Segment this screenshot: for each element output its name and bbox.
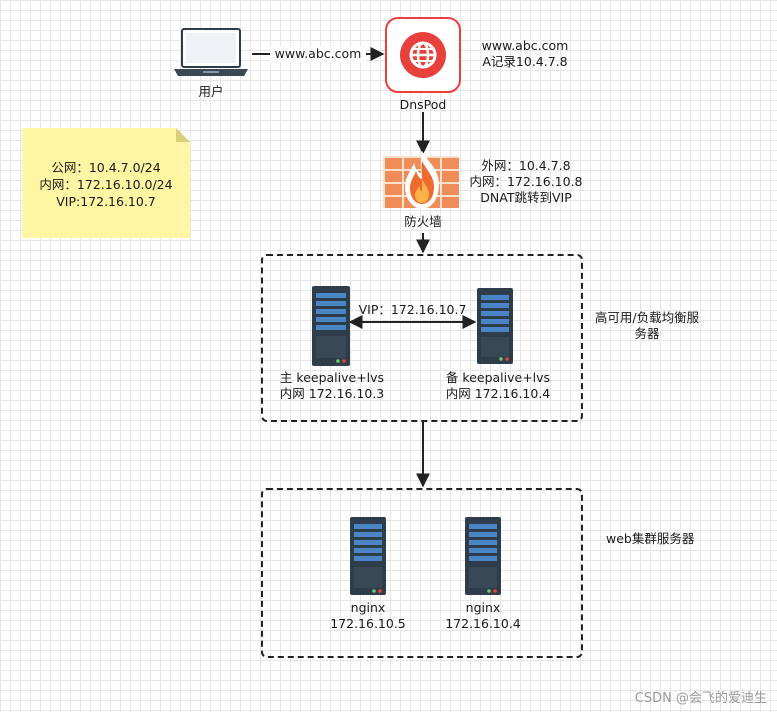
firewall-external-ip: 外网：10.4.7.8 [481, 158, 571, 173]
dns-label: DnsPod [399, 97, 447, 112]
fire-icon [405, 151, 439, 209]
lb-group-box [261, 254, 583, 422]
sticky-note [22, 128, 190, 238]
backup-server-icon [477, 288, 513, 364]
web2-server-icon [465, 517, 501, 595]
dns-record-domain: www.abc.com [481, 38, 569, 53]
backup-lb-role: 备 keepalive+lvs [445, 370, 551, 385]
web2-ip: 172.16.10.4 [445, 616, 521, 631]
web1-name: nginx [350, 600, 386, 615]
vip-label: VIP：172.16.10.7 [358, 302, 467, 317]
dns-record-a: A记录10.4.7.8 [482, 54, 568, 69]
primary-lb-ip: 内网 172.16.10.3 [279, 386, 385, 401]
dns-icon [385, 17, 461, 93]
primary-server-icon [312, 286, 350, 366]
firewall-dnat: DNAT跳转到VIP [480, 190, 572, 205]
user-label: 用户 [198, 84, 224, 99]
edge-user-dns-label: www.abc.com [270, 46, 366, 62]
note-public-net: 公网：10.4.7.0/24 [51, 160, 161, 175]
note-fold-icon [176, 128, 190, 142]
web-group-label: web集群服务器 [606, 531, 695, 546]
lb-group-label-2: 务器 [634, 326, 660, 341]
laptop-icon [174, 28, 248, 76]
primary-lb-role: 主 keepalive+lvs [279, 370, 385, 385]
note-vip: VIP:172.16.10.7 [56, 194, 156, 209]
web-group-box [261, 488, 583, 658]
web2-name: nginx [465, 600, 501, 615]
lb-group-label-1: 高可用/负载均衡服 [594, 310, 700, 325]
firewall-label: 防火墙 [404, 214, 442, 229]
note-private-net: 内网：172.16.10.0/24 [39, 177, 173, 192]
web1-server-icon [350, 517, 386, 595]
web1-ip: 172.16.10.5 [330, 616, 406, 631]
backup-lb-ip: 内网 172.16.10.4 [445, 386, 551, 401]
firewall-internal-ip: 内网：172.16.10.8 [469, 174, 583, 189]
watermark: CSDN @会飞的爱迪生 [634, 691, 767, 706]
